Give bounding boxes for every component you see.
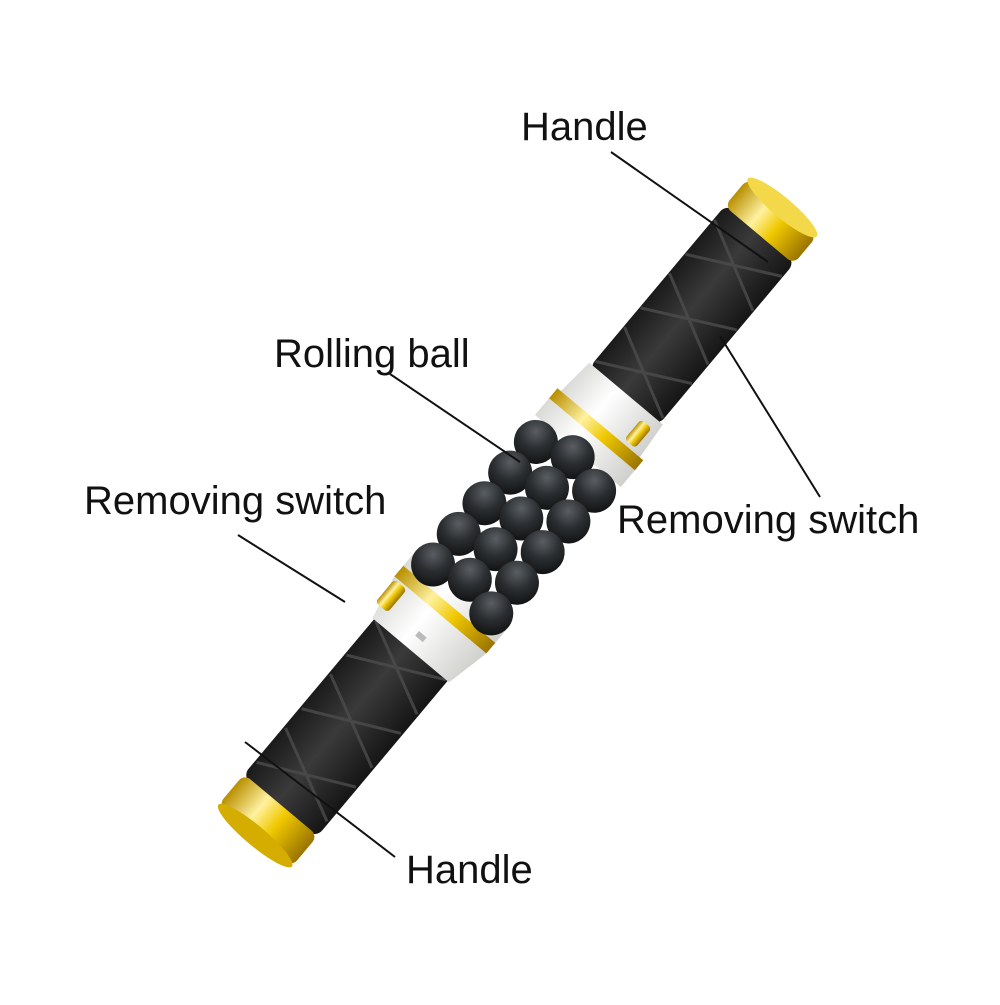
rolling-ball	[524, 465, 569, 510]
rolling-ball	[473, 527, 518, 572]
rolling-ball	[550, 435, 595, 480]
rolling-ball	[447, 557, 492, 602]
housing-vent	[415, 631, 427, 643]
leader-lines	[237, 151, 821, 858]
leader-switch-right	[719, 335, 821, 498]
leader-rolling-ball	[389, 373, 521, 463]
bottom-grip-pattern	[256, 620, 447, 823]
rolling-ball	[513, 419, 558, 464]
label-handle-top: Handle	[521, 105, 648, 149]
leader-switch-left	[237, 534, 346, 603]
rolling-ball	[411, 542, 456, 587]
rolling-ball	[520, 530, 565, 575]
bottom-end-cap	[221, 777, 315, 864]
rolling-ball	[494, 560, 539, 605]
rolling-ball	[572, 468, 617, 513]
leader-handle-top	[610, 151, 769, 263]
removing-switch-top[interactable]	[624, 419, 651, 448]
label-rolling-ball: Rolling ball	[274, 332, 470, 376]
rolling-balls	[411, 419, 617, 636]
removing-switch-bottom[interactable]	[375, 579, 407, 612]
top-end-cap-face	[747, 177, 818, 238]
top-end-cap	[727, 181, 814, 261]
label-removing-switch-right: Removing switch	[617, 498, 920, 542]
top-grip-pattern	[595, 219, 783, 419]
rolling-ball	[462, 481, 507, 526]
handle-top	[592, 177, 818, 423]
bottom-housing-collar	[372, 576, 487, 683]
rolling-ball	[499, 496, 544, 541]
label-handle-bottom: Handle	[406, 848, 533, 892]
label-removing-switch-left: Removing switch	[84, 479, 387, 523]
rolling-ball	[469, 591, 514, 636]
rolling-ball	[488, 450, 533, 495]
bottom-gold-ring	[394, 565, 496, 654]
roller-body	[217, 177, 818, 868]
bottom-end-cap-face	[217, 803, 293, 868]
rolling-ball	[546, 499, 591, 544]
top-gold-ring	[548, 388, 644, 471]
handle-bottom	[217, 608, 457, 868]
rolling-ball	[436, 511, 481, 556]
leader-handle-bottom	[244, 741, 396, 858]
